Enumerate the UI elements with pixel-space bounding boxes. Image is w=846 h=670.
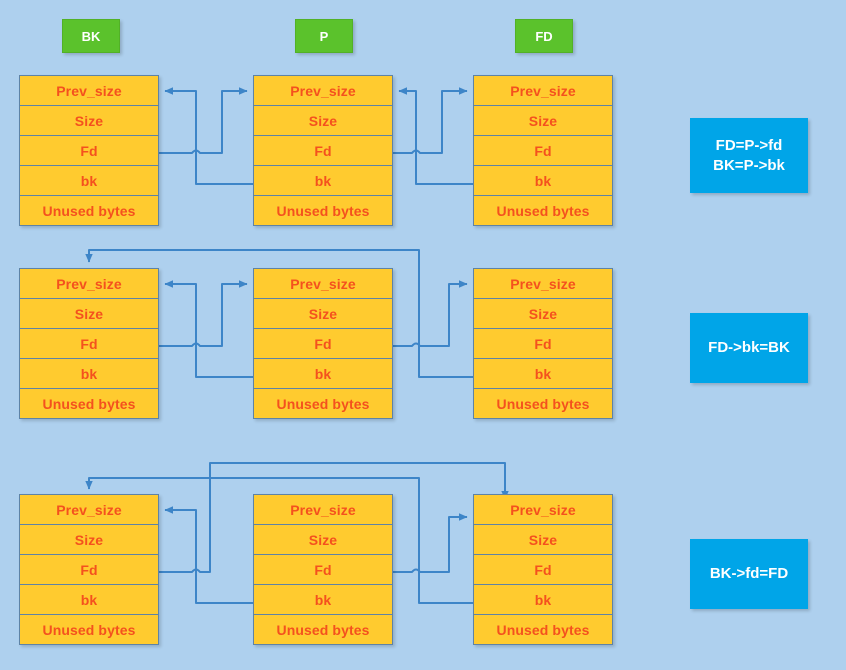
arrow-row1-fd-bk-to-p-prevsize xyxy=(398,87,473,185)
chunk-field-bk: bk xyxy=(473,584,613,615)
chunk-field-fd: Fd xyxy=(253,135,393,166)
arrow-row2-bk-fd-to-p-prevsize xyxy=(159,280,248,347)
pointer-tag-bk[interactable]: BK xyxy=(62,19,120,53)
chunk-field-prev-size: Prev_size xyxy=(253,268,393,299)
arrow-row3-p-fd-to-fd-prevsize xyxy=(393,513,468,573)
chunk-field-fd: Fd xyxy=(19,554,159,585)
chunk-field-size: Size xyxy=(19,524,159,555)
chunk-field-prev-size: Prev_size xyxy=(19,268,159,299)
pointer-tag-label: BK xyxy=(81,28,101,44)
chunk-field-unused-bytes: Unused bytes xyxy=(253,195,393,226)
pointer-tag-p[interactable]: P xyxy=(295,19,353,53)
chunk-field-fd: Fd xyxy=(253,328,393,359)
callout-line: FD->bk=BK xyxy=(708,339,790,357)
callout-line: BK->fd=FD xyxy=(709,565,789,583)
chunk-field-fd: Fd xyxy=(19,328,159,359)
chunk-field-prev-size: Prev_size xyxy=(253,494,393,525)
callout-line: BK=P->bk xyxy=(713,156,785,174)
arrow-row2-p-bk-to-bk-prevsize xyxy=(164,280,253,378)
arrow-row1-bk-fd-to-p-prevsize xyxy=(159,87,248,154)
chunk-field-size: Size xyxy=(19,105,159,136)
arrow-row1-p-fd-to-fd-prevsize xyxy=(393,87,468,154)
chunk-field-bk: bk xyxy=(253,165,393,196)
chunk-row3-bk: Prev_size Size Fd bk Unused bytes xyxy=(19,494,159,645)
chunk-field-prev-size: Prev_size xyxy=(473,494,613,525)
pointer-tag-label: P xyxy=(319,28,329,44)
chunk-field-fd: Fd xyxy=(19,135,159,166)
chunk-field-fd: Fd xyxy=(473,135,613,166)
chunk-field-unused-bytes: Unused bytes xyxy=(473,195,613,226)
pointer-tag-label: FD xyxy=(535,28,553,44)
chunk-field-size: Size xyxy=(253,105,393,136)
callout-row1: FD=P->fd BK=P->bk xyxy=(690,118,808,193)
chunk-field-size: Size xyxy=(253,524,393,555)
chunk-field-prev-size: Prev_size xyxy=(19,494,159,525)
chunk-row2-bk: Prev_size Size Fd bk Unused bytes xyxy=(19,268,159,419)
chunk-field-bk: bk xyxy=(19,165,159,196)
chunk-row1-fd: Prev_size Size Fd bk Unused bytes xyxy=(473,75,613,226)
chunk-field-size: Size xyxy=(253,298,393,329)
chunk-row2-p: Prev_size Size Fd bk Unused bytes xyxy=(253,268,393,419)
chunk-field-bk: bk xyxy=(253,584,393,615)
chunk-field-unused-bytes: Unused bytes xyxy=(473,614,613,645)
chunk-row1-p: Prev_size Size Fd bk Unused bytes xyxy=(253,75,393,226)
chunk-field-unused-bytes: Unused bytes xyxy=(473,388,613,419)
chunk-row3-p: Prev_size Size Fd bk Unused bytes xyxy=(253,494,393,645)
chunk-field-unused-bytes: Unused bytes xyxy=(19,388,159,419)
chunk-field-bk: bk xyxy=(473,165,613,196)
chunk-field-size: Size xyxy=(473,298,613,329)
arrow-row3-p-bk-to-bk-prevsize xyxy=(164,506,253,604)
arrow-row2-p-fd-to-fd-prevsize xyxy=(393,280,468,347)
chunk-field-fd: Fd xyxy=(253,554,393,585)
chunk-field-prev-size: Prev_size xyxy=(19,75,159,106)
pointer-tag-fd[interactable]: FD xyxy=(515,19,573,53)
chunk-row1-bk: Prev_size Size Fd bk Unused bytes xyxy=(19,75,159,226)
chunk-field-unused-bytes: Unused bytes xyxy=(253,388,393,419)
chunk-field-size: Size xyxy=(473,524,613,555)
chunk-field-fd: Fd xyxy=(473,554,613,585)
chunk-field-prev-size: Prev_size xyxy=(473,75,613,106)
chunk-field-size: Size xyxy=(473,105,613,136)
chunk-field-prev-size: Prev_size xyxy=(253,75,393,106)
chunk-row3-fd: Prev_size Size Fd bk Unused bytes xyxy=(473,494,613,645)
chunk-field-bk: bk xyxy=(19,584,159,615)
chunk-field-bk: bk xyxy=(473,358,613,389)
chunk-field-unused-bytes: Unused bytes xyxy=(19,614,159,645)
chunk-field-unused-bytes: Unused bytes xyxy=(253,614,393,645)
chunk-field-bk: bk xyxy=(253,358,393,389)
chunk-field-unused-bytes: Unused bytes xyxy=(19,195,159,226)
chunk-field-bk: bk xyxy=(19,358,159,389)
callout-row3: BK->fd=FD xyxy=(690,539,808,609)
callout-line: FD=P->fd xyxy=(715,136,783,154)
chunk-field-size: Size xyxy=(19,298,159,329)
chunk-row2-fd: Prev_size Size Fd bk Unused bytes xyxy=(473,268,613,419)
arrow-row1-p-bk-to-bk-prevsize xyxy=(164,87,253,185)
callout-row2: FD->bk=BK xyxy=(690,313,808,383)
chunk-field-fd: Fd xyxy=(473,328,613,359)
chunk-field-prev-size: Prev_size xyxy=(473,268,613,299)
